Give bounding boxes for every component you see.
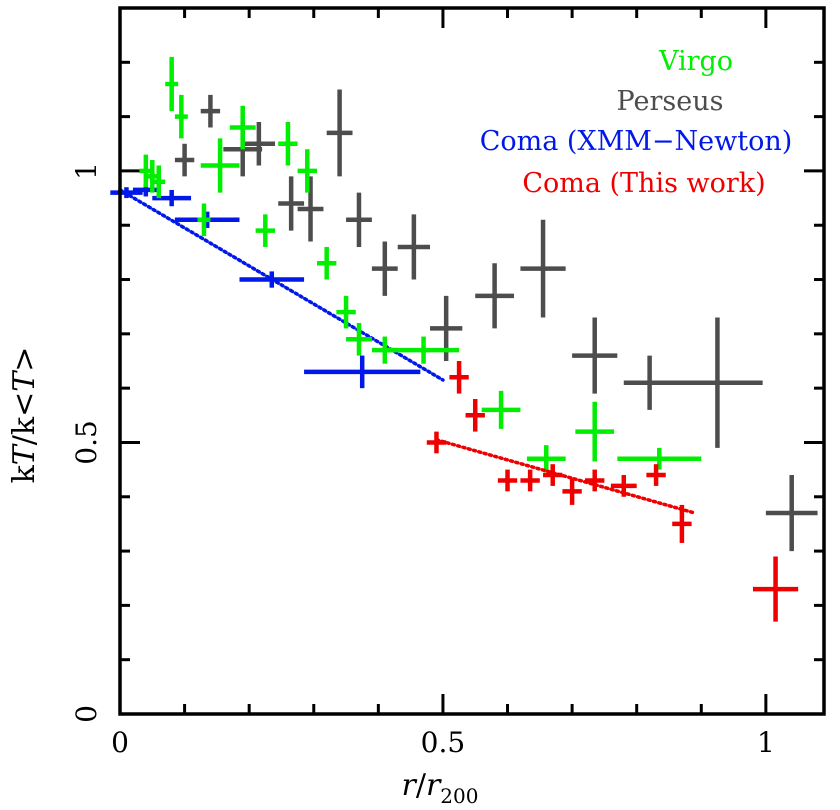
series-perseus bbox=[174, 89, 818, 552]
y-tick-label: 0.5 bbox=[70, 420, 103, 465]
legend-entry: Virgo bbox=[658, 46, 733, 77]
legend-entry: Perseus bbox=[617, 86, 724, 117]
data-point bbox=[672, 504, 692, 543]
data-point bbox=[465, 399, 485, 432]
x-axis-title: r/r200 bbox=[402, 768, 479, 808]
data-point bbox=[543, 464, 563, 486]
data-point bbox=[326, 89, 353, 177]
data-point bbox=[617, 447, 702, 470]
data-point bbox=[229, 105, 256, 150]
data-point bbox=[520, 219, 566, 318]
data-point bbox=[562, 477, 582, 505]
data-point bbox=[752, 556, 799, 622]
data-point bbox=[278, 176, 305, 231]
data-point bbox=[152, 165, 166, 199]
data-point bbox=[197, 203, 211, 237]
plot-frame bbox=[118, 6, 826, 716]
data-marks bbox=[110, 56, 818, 622]
x-tick-label: 0.5 bbox=[421, 726, 466, 759]
tick-labels: 0 0.5 1 0 0.5 1 bbox=[70, 162, 775, 759]
data-point bbox=[388, 336, 460, 364]
data-point bbox=[304, 355, 421, 389]
data-point bbox=[497, 469, 518, 492]
data-point bbox=[646, 464, 666, 486]
data-point bbox=[449, 361, 469, 394]
data-point bbox=[336, 295, 356, 329]
data-point bbox=[371, 241, 398, 296]
data-point bbox=[200, 94, 221, 128]
series-virgo bbox=[139, 56, 702, 473]
data-point bbox=[174, 143, 195, 177]
data-point bbox=[672, 317, 763, 448]
legend-entry: Coma (XMM−Newton) bbox=[480, 126, 793, 157]
data-point bbox=[242, 122, 276, 166]
data-point bbox=[526, 445, 566, 473]
trend-line bbox=[434, 437, 697, 515]
data-point bbox=[475, 263, 514, 329]
data-point bbox=[426, 431, 447, 454]
legend-entry: Coma (This work) bbox=[522, 168, 765, 199]
series-coma-xmm-newton bbox=[110, 183, 445, 389]
x-tick-label: 0 bbox=[111, 726, 129, 759]
data-point bbox=[481, 390, 521, 429]
y-tick-label: 0 bbox=[70, 705, 103, 723]
data-point bbox=[765, 475, 818, 552]
data-point bbox=[297, 149, 317, 193]
data-point bbox=[174, 94, 188, 139]
data-point bbox=[346, 322, 372, 356]
x-tick-label: 1 bbox=[757, 726, 775, 759]
data-point bbox=[610, 475, 637, 497]
data-point bbox=[623, 355, 676, 410]
data-point bbox=[397, 214, 431, 280]
data-point bbox=[297, 176, 324, 242]
y-tick-label: 1 bbox=[70, 162, 103, 180]
data-point bbox=[200, 138, 240, 193]
data-point bbox=[239, 271, 305, 288]
y-axis-title: kT/k<T> bbox=[7, 347, 42, 484]
data-point bbox=[165, 56, 179, 112]
data-point bbox=[346, 192, 372, 247]
data-point bbox=[316, 246, 337, 280]
data-point bbox=[278, 122, 298, 166]
data-point bbox=[255, 214, 276, 247]
data-point bbox=[585, 469, 605, 492]
data-point bbox=[110, 187, 143, 199]
data-point bbox=[520, 469, 540, 492]
data-point bbox=[575, 401, 615, 462]
series-coma-this-work bbox=[426, 361, 799, 622]
data-point bbox=[572, 317, 618, 394]
